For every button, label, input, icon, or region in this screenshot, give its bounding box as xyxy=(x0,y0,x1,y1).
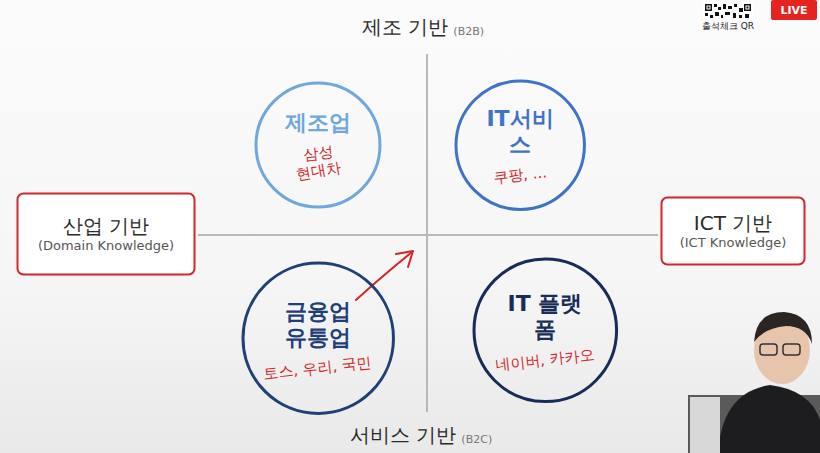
axis-label: 서비스 기반 xyxy=(350,422,456,449)
quadrant-circle: IT서비스쿠팡, ... xyxy=(454,79,586,211)
node-content: 산업 기반(Domain Knowledge) xyxy=(16,192,196,276)
circle-ring xyxy=(474,259,617,402)
quadrant-title: IT서비스 xyxy=(477,106,563,159)
axis-label: 제조 기반 xyxy=(362,14,448,41)
quadrant-title: 제조업 xyxy=(285,110,351,136)
circle-ring xyxy=(456,81,584,209)
live-text: LIVE xyxy=(780,4,807,17)
hand-outline xyxy=(18,194,195,275)
node-content: IT 플랫폼네이버, 카카오 xyxy=(472,257,619,404)
arrow-head xyxy=(396,251,413,267)
quadrant-circle: 금융업 유통업토스, 우리, 국민 xyxy=(241,261,395,415)
node-content: 제조업삼성현대차 xyxy=(254,81,382,209)
horizontal-axis xyxy=(198,234,658,236)
quadrant-circle: IT 플랫폼네이버, 카카오 xyxy=(472,257,619,404)
node-content: IT서비스쿠팡, ... xyxy=(454,79,586,211)
circle-ring xyxy=(256,83,380,207)
axis-subtitle: (Domain Knowledge) xyxy=(38,238,174,254)
qr-caption: 출석체크 QR xyxy=(702,20,754,33)
quadrant-title: IT 플랫폼 xyxy=(502,291,588,344)
hand-arrow xyxy=(356,252,412,300)
domain-box: ICT 기반(ICT Knowledge) xyxy=(660,196,806,266)
handwritten-note: 토스, 우리, 국민 xyxy=(263,354,373,383)
presenter xyxy=(688,312,820,453)
axis-tag: (B2C) xyxy=(461,433,492,446)
axis-title: ICT 기반 xyxy=(694,211,772,235)
quadrant-circle: 제조업삼성현대차 xyxy=(254,81,382,209)
handwritten-note: 네이버, 카카오 xyxy=(495,346,596,374)
axis-tag: (B2B) xyxy=(453,25,484,38)
live-badge xyxy=(771,0,817,20)
hand-outline xyxy=(662,198,805,265)
axis-subtitle: (ICT Knowledge) xyxy=(680,235,787,251)
handwritten-note: 현대차 xyxy=(294,158,341,184)
handwritten-note: 쿠팡, ... xyxy=(492,164,547,188)
circle-ring xyxy=(243,263,393,413)
node-content: ICT 기반(ICT Knowledge) xyxy=(660,196,806,266)
node-content: 금융업 유통업토스, 우리, 국민 xyxy=(241,261,395,415)
axis-title: 산업 기반 xyxy=(63,214,149,238)
domain-box: 산업 기반(Domain Knowledge) xyxy=(16,192,196,276)
quadrant-title: 금융업 유통업 xyxy=(275,299,361,352)
qr-icon xyxy=(703,2,753,20)
vertical-axis xyxy=(426,54,428,412)
